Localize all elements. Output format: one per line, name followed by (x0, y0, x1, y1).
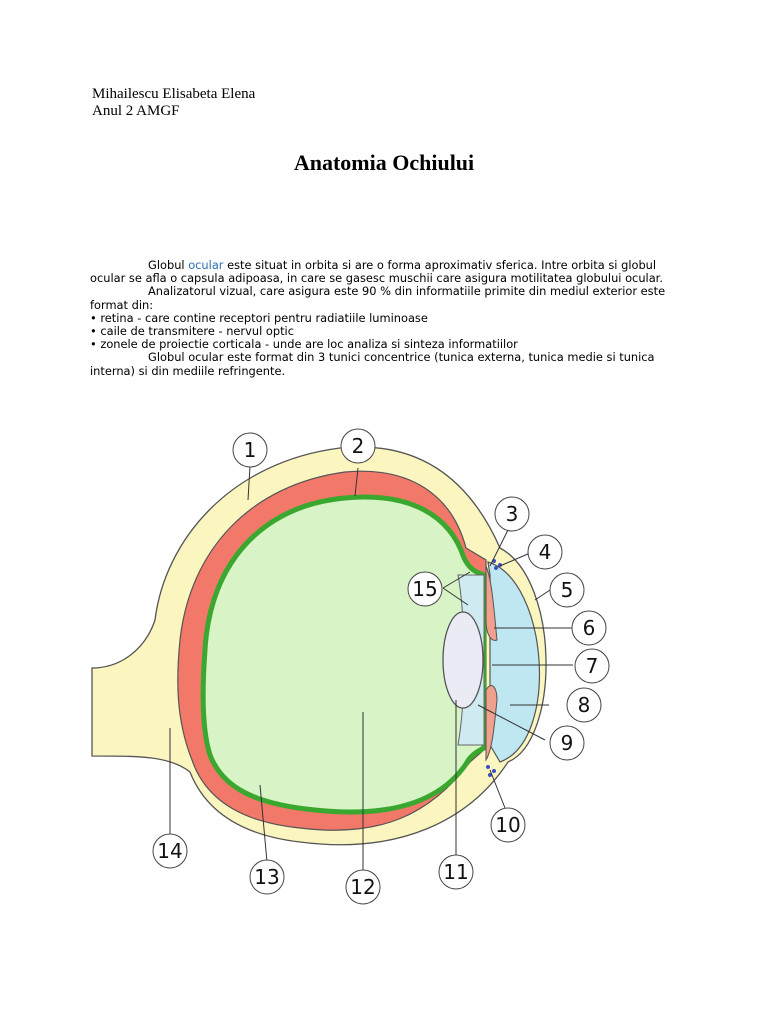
page-title: Anatomia Ochiului (0, 150, 768, 176)
label-3: 3 (495, 497, 529, 531)
paragraph-1-start: Globul (148, 258, 188, 272)
paragraph-2: Analizatorul vizual, care asigura este 9… (90, 285, 680, 311)
author-class: Anul 2 AMGF (92, 103, 255, 120)
label-4: 4 (528, 535, 562, 569)
lens (443, 612, 483, 708)
svg-text:14: 14 (157, 839, 182, 863)
author-name: Mihailescu Elisabeta Elena (92, 86, 255, 103)
label-2: 2 (341, 429, 375, 463)
paragraph-2-text: Analizatorul vizual, care asigura este 9… (90, 284, 665, 311)
author-block: Mihailescu Elisabeta Elena Anul 2 AMGF (92, 86, 255, 120)
label-14: 14 (153, 834, 187, 868)
svg-text:6: 6 (583, 616, 596, 640)
svg-text:4: 4 (539, 540, 552, 564)
svg-text:8: 8 (578, 693, 591, 717)
svg-text:10: 10 (495, 813, 520, 837)
svg-text:9: 9 (561, 731, 574, 755)
body-text: Globul ocular este situat in orbita si a… (90, 259, 680, 378)
retina-layer (203, 497, 484, 812)
paragraph-1: Globul ocular este situat in orbita si a… (90, 259, 680, 285)
svg-text:2: 2 (352, 434, 365, 458)
label-12: 12 (346, 870, 380, 904)
ocular-link[interactable]: ocular (188, 258, 223, 272)
label-6: 6 (572, 611, 606, 645)
svg-text:7: 7 (586, 654, 599, 678)
label-9: 9 (550, 726, 584, 760)
svg-text:5: 5 (561, 578, 574, 602)
label-7: 7 (575, 649, 609, 683)
svg-text:11: 11 (443, 860, 468, 884)
paragraph-3-text: Globul ocular este format din 3 tunici c… (90, 350, 655, 377)
label-15: 15 (408, 572, 442, 606)
label-1: 1 (233, 433, 267, 467)
label-10: 10 (491, 808, 525, 842)
svg-text:13: 13 (254, 865, 279, 889)
svg-text:12: 12 (350, 875, 375, 899)
paragraph-3: Globul ocular este format din 3 tunici c… (90, 351, 680, 377)
label-5: 5 (550, 573, 584, 607)
svg-text:1: 1 (244, 438, 257, 462)
eye-anatomy-diagram: 1 2 3 4 5 6 7 8 9 10 11 12 13 14 15 (0, 410, 768, 910)
svg-text:15: 15 (412, 577, 437, 601)
label-13: 13 (250, 860, 284, 894)
svg-text:3: 3 (506, 502, 519, 526)
label-8: 8 (567, 688, 601, 722)
label-11: 11 (439, 855, 473, 889)
